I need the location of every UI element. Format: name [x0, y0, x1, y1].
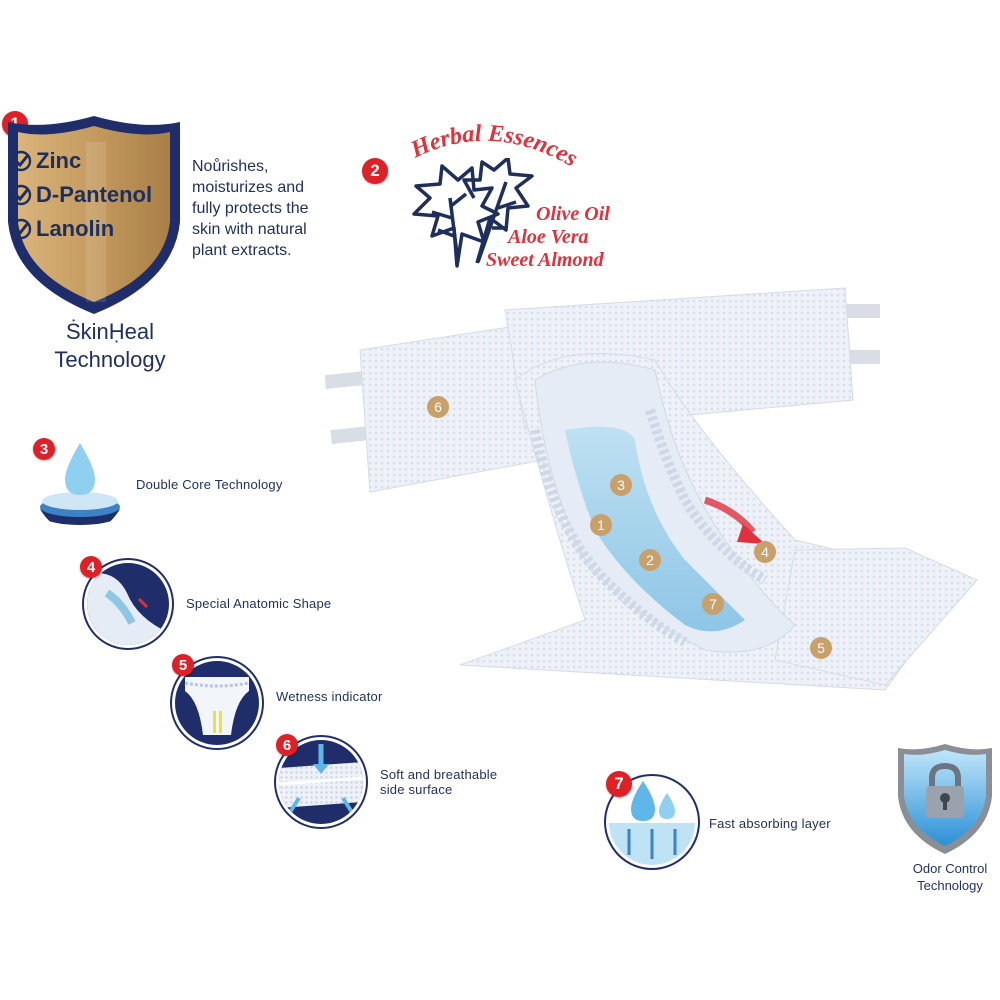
check-circle-icon [10, 184, 32, 206]
feature-3-badge: 3 [33, 438, 55, 460]
skinheal-shield-icon [8, 116, 180, 314]
feature-4-label: Special Anatomic Shape [186, 596, 332, 611]
feature-7-label: Fast absorbing layer [709, 816, 831, 831]
feature-2-badge: 2 [362, 158, 388, 184]
herbal-item-aloe-vera: Aloe Vera [508, 226, 589, 248]
description-line: moisturizes and [192, 179, 305, 196]
ingredient-label: D-Pantenol [36, 182, 153, 207]
skinheal-technology-label: ṠkinḤeal Technology [30, 318, 190, 374]
breathable-layer-icon [276, 737, 366, 827]
description-line: plant extracts. [192, 242, 292, 259]
wetness-indicator-icon [172, 658, 262, 748]
feature-1-description: Noůrishes, moisturizes and fully protect… [192, 156, 352, 261]
diaper-marker-1: 1 [590, 514, 612, 536]
lock-shield-icon [898, 744, 992, 854]
ingredient-label: Zinc [36, 148, 82, 173]
herbal-item-sweet-almond: Sweet Almond [486, 249, 604, 271]
diaper-marker-6: 6 [427, 396, 449, 418]
herbal-item-olive-oil: Olive Oil [536, 203, 610, 225]
ingredient-label: Lanolin [36, 216, 115, 241]
absorbing-layer-icon [606, 776, 698, 868]
check-circle-icon [10, 150, 32, 172]
ingredient-d-pantenol: D-Pantenol [10, 182, 152, 208]
feature-6-label: Soft and breathable side surface [380, 767, 497, 797]
ingredient-zinc: Zinc [10, 148, 81, 174]
technology-line: ṠkinḤeal [65, 319, 155, 344]
label-line: Odor Control [912, 861, 988, 876]
label-line: Soft and breathable [380, 767, 498, 782]
diaper-marker-7: 7 [702, 593, 724, 615]
technology-line: Technology [54, 347, 166, 372]
label-line: side surface [380, 782, 453, 797]
diaper-marker-5: 5 [810, 637, 832, 659]
feature-4-badge: 4 [80, 556, 102, 578]
diaper-marker-3: 3 [610, 474, 632, 496]
ingredient-lanolin: Lanolin [10, 216, 114, 242]
diaper-marker-2: 2 [639, 549, 661, 571]
leaves-icon [412, 158, 534, 268]
diaper-marker-4: 4 [754, 541, 776, 563]
feature-3-label: Double Core Technology [136, 477, 283, 492]
herbal-essences-title: Herbal Essences [406, 121, 582, 173]
label-line: Technology [917, 878, 983, 893]
feature-5-label: Wetness indicator [276, 689, 383, 704]
description-line: Noůrishes, [192, 158, 269, 175]
feature-7-badge: 7 [606, 771, 632, 797]
check-circle-icon [10, 218, 32, 240]
odor-control-label: Odor Control Technology [900, 860, 1000, 894]
description-line: skin with natural [192, 221, 307, 238]
diaper-illustration [325, 287, 978, 691]
description-line: fully protects the [192, 200, 309, 217]
feature-5-badge: 5 [172, 654, 194, 676]
feature-6-badge: 6 [276, 734, 298, 756]
